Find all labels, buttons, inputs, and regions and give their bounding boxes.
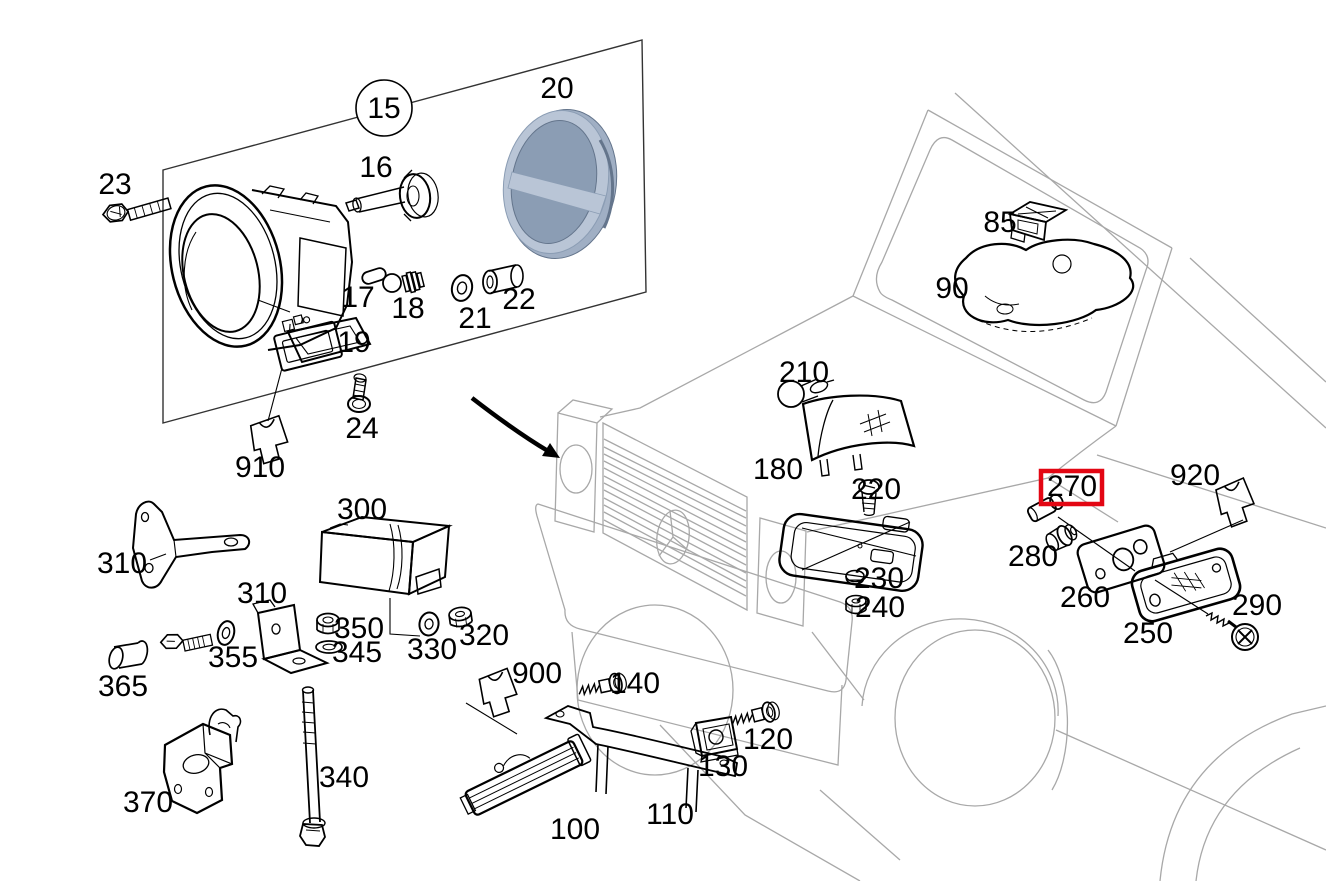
callout-260[interactable]: 260 bbox=[1060, 581, 1110, 614]
callout-140[interactable]: 140 bbox=[610, 667, 660, 700]
part-300-control-module bbox=[318, 515, 453, 596]
part-365-spacer bbox=[108, 640, 149, 670]
part-220-screw bbox=[858, 479, 880, 516]
callout-23[interactable]: 23 bbox=[98, 168, 131, 201]
part-15-headlamp-assembly bbox=[168, 184, 372, 364]
part-230-spacer bbox=[845, 569, 865, 585]
part-21-washer bbox=[450, 274, 474, 302]
callout-230[interactable]: 230 bbox=[854, 562, 904, 595]
part-920-clip-symbol bbox=[1213, 476, 1259, 530]
part-320-nut bbox=[448, 606, 473, 628]
callout-20[interactable]: 20 bbox=[540, 72, 573, 105]
part-210-bulb bbox=[777, 378, 835, 408]
part-350-lock-nut bbox=[316, 612, 340, 635]
callout-320[interactable]: 320 bbox=[459, 619, 509, 652]
part-330-washer bbox=[418, 611, 440, 637]
part-18-bulb-socket bbox=[382, 270, 426, 294]
highlight-box-270[interactable] bbox=[1038, 468, 1105, 507]
callout-290[interactable]: 290 bbox=[1232, 589, 1282, 622]
callout-310-upper[interactable]: 310 bbox=[97, 547, 147, 580]
part-310-bracket-lower bbox=[252, 599, 330, 675]
callout-340[interactable]: 340 bbox=[319, 761, 369, 794]
part-355-bolt bbox=[159, 633, 214, 652]
car-body-outline bbox=[535, 92, 1326, 881]
callout-110[interactable]: 110 bbox=[646, 798, 694, 831]
callout-24[interactable]: 24 bbox=[345, 412, 378, 445]
callout-16[interactable]: 16 bbox=[359, 151, 392, 184]
callout-labels: 23 15 16 20 17 18 21 22 19 24 910 85 90 … bbox=[97, 72, 1282, 846]
callout-370[interactable]: 370 bbox=[123, 786, 173, 819]
part-180-turn-signal-housing bbox=[801, 394, 916, 477]
callout-900[interactable]: 900 bbox=[512, 657, 562, 690]
part-20-headlamp-bezel-ring bbox=[502, 109, 618, 259]
part-100-brake-lamp-bar bbox=[459, 733, 592, 816]
callout-85[interactable]: 85 bbox=[983, 206, 1016, 239]
callout-365[interactable]: 365 bbox=[98, 670, 148, 703]
callout-350[interactable]: 350 bbox=[334, 612, 384, 645]
part-16-bulb-holder bbox=[345, 169, 439, 222]
leader-lines bbox=[267, 367, 1244, 735]
part-260-gasket-plate bbox=[1076, 524, 1166, 594]
part-17-bulb-glass bbox=[361, 267, 387, 285]
callout-280[interactable]: 280 bbox=[1008, 540, 1058, 573]
part-24-screw bbox=[347, 373, 371, 413]
part-310-bracket-upper bbox=[131, 500, 251, 589]
part-250-marker-lamp bbox=[1130, 547, 1242, 623]
callout-100[interactable]: 100 bbox=[550, 813, 600, 846]
callout-15-circle[interactable] bbox=[355, 79, 413, 137]
callout-90[interactable]: 90 bbox=[935, 272, 968, 305]
part-19-lamp-module bbox=[273, 314, 343, 372]
callout-17[interactable]: 17 bbox=[341, 281, 374, 314]
part-23-screw bbox=[101, 197, 172, 223]
callout-120[interactable]: 120 bbox=[743, 723, 793, 756]
kit-panel-frame bbox=[162, 39, 647, 424]
part-355-washer bbox=[216, 620, 236, 646]
callout-310-lower[interactable]: 310 bbox=[237, 577, 287, 610]
callout-130[interactable]: 130 bbox=[698, 750, 748, 783]
part-345-washer bbox=[315, 640, 343, 654]
part-seal-gasket bbox=[778, 512, 924, 593]
callout-21[interactable]: 21 bbox=[458, 302, 491, 335]
part-280-bulb-socket bbox=[1045, 524, 1078, 552]
callout-210[interactable]: 210 bbox=[779, 356, 829, 389]
callout-300[interactable]: 300 bbox=[337, 493, 387, 526]
location-arrow bbox=[470, 396, 560, 458]
callout-22[interactable]: 22 bbox=[502, 283, 535, 316]
callout-920[interactable]: 920 bbox=[1170, 459, 1220, 492]
part-22-sleeve bbox=[482, 264, 524, 295]
part-340-long-bolt bbox=[299, 686, 326, 847]
callout-355[interactable]: 355 bbox=[208, 641, 258, 674]
part-370-bracket bbox=[162, 708, 242, 815]
callout-910[interactable]: 910 bbox=[235, 451, 285, 484]
part-85-switch bbox=[1007, 201, 1069, 243]
part-290-screw bbox=[1205, 611, 1259, 651]
part-90-interior-lamp bbox=[954, 238, 1135, 332]
callout-18[interactable]: 18 bbox=[391, 292, 424, 325]
callout-240[interactable]: 240 bbox=[855, 591, 905, 624]
part-130-clip bbox=[690, 715, 739, 763]
callout-250[interactable]: 250 bbox=[1123, 617, 1173, 650]
callout-270-highlighted[interactable]: 270 bbox=[1047, 470, 1097, 503]
callout-180[interactable]: 180 bbox=[753, 453, 803, 486]
callout-345[interactable]: 345 bbox=[332, 636, 382, 669]
callout-19[interactable]: 19 bbox=[337, 326, 370, 359]
part-110-bracket bbox=[543, 705, 738, 813]
callout-15[interactable]: 15 bbox=[367, 92, 400, 125]
callout-220[interactable]: 220 bbox=[851, 473, 901, 506]
callout-330[interactable]: 330 bbox=[407, 633, 457, 666]
part-240-nut bbox=[845, 594, 867, 615]
